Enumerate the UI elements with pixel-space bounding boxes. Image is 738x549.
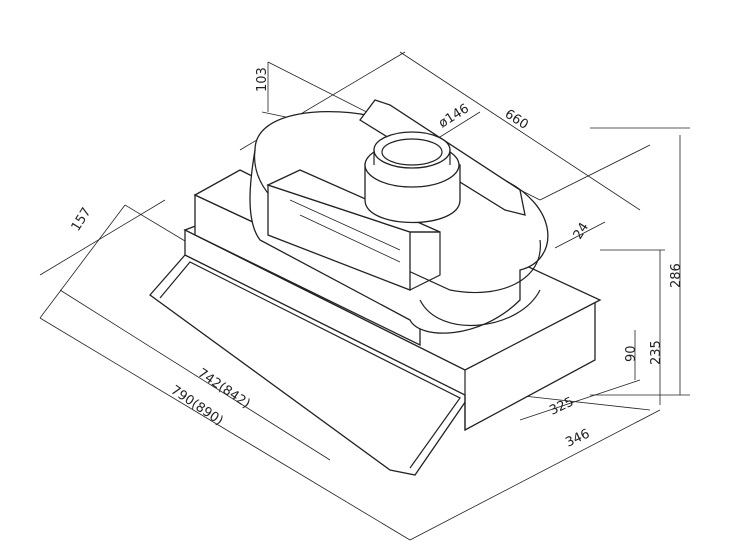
label-duct-diameter: ø146 [436, 101, 472, 131]
label-103: 103 [255, 67, 270, 92]
label-325: 325 [547, 395, 576, 419]
label-286: 286 [669, 263, 684, 288]
label-24: 24 [571, 220, 592, 242]
filter-tray [149, 254, 471, 476]
label-90: 90 [624, 345, 639, 362]
label-157: 157 [69, 205, 95, 234]
label-235: 235 [649, 340, 664, 365]
label-346: 346 [563, 427, 592, 451]
duct-collar [359, 99, 526, 224]
dimension-lines [39, 51, 690, 541]
